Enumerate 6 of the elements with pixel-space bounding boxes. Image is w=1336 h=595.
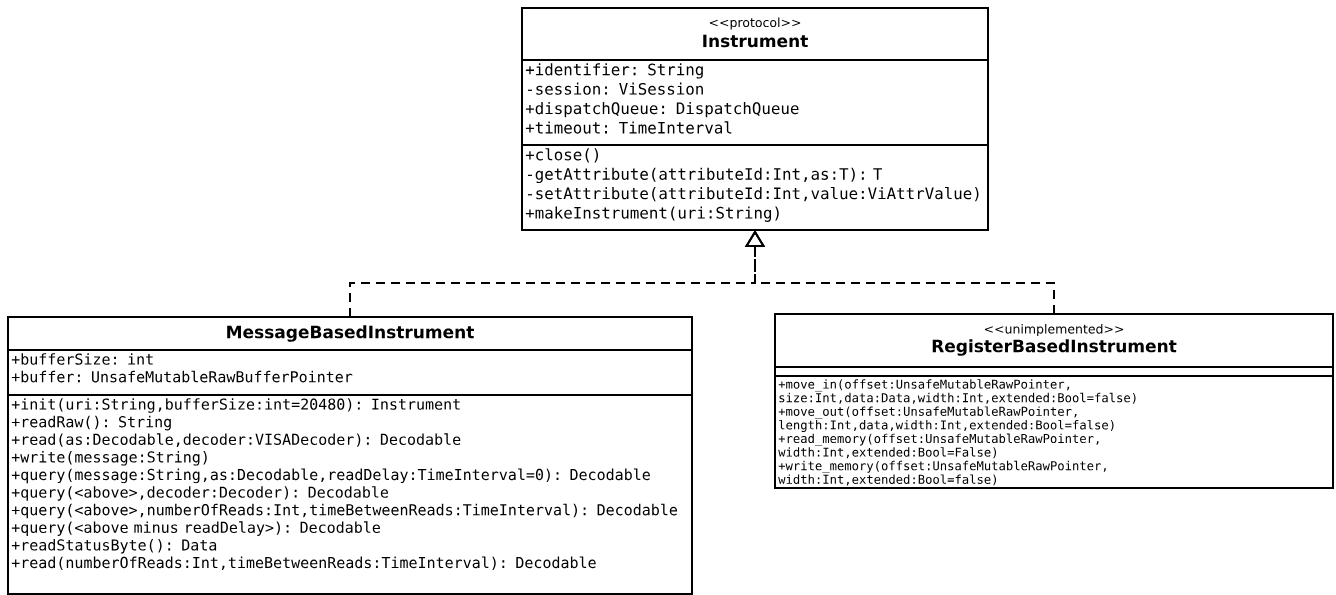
class-compartment: +move_in(offset:UnsafeMutableRawPointer, size:Int,data:Data,width:Int,extended:Bool=false) +move_out(offset:UnsafeMutableRawPointer, length:Int,data,width:Int,extended:Bool=false) +read_memory(offset:UnsafeMutableRawPointer, width:Int,extended:Bool=False) +write_memory(offset:UnsafeMutableRawPointer, width:Int,extended:Bool=false) bbox=[774, 375, 1334, 489]
class-compartment: +close() -getAttribute(attributeId:Int,as:T): T -setAttribute(attributeId:Int,value:ViAttrValue) +makeInstrument(uri:String) bbox=[521, 144, 989, 231]
empty-compartment bbox=[774, 366, 1334, 377]
class-compartment: +identifier: String -session: ViSession +dispatchQueue: DispatchQueue +timeout: TimeInterval bbox=[521, 59, 989, 146]
class-compartment: +init(uri:String,bufferSize:int=20480): Instrument +readRaw(): String +read(as:Decodable,decoder:VISADecoder): Decodable +write(message:String) +query(message:String,as:Decodable,readDelay:TimeInterval=0): Decodable +query(<above>,decoder:Decoder): Decodable +query(<above>,numberOfReads:Int,timeBetweenReads:TimeInterval): Decodable +query(<above minus readDelay>): Decodable +readStatusByte(): Data +read(numberOfReads:Int,timeBetweenReads:TimeInterval): Decodable bbox=[7, 394, 693, 595]
class-compartment: +bufferSize: int +buffer: UnsafeMutableRawBufferPointer bbox=[7, 349, 693, 396]
